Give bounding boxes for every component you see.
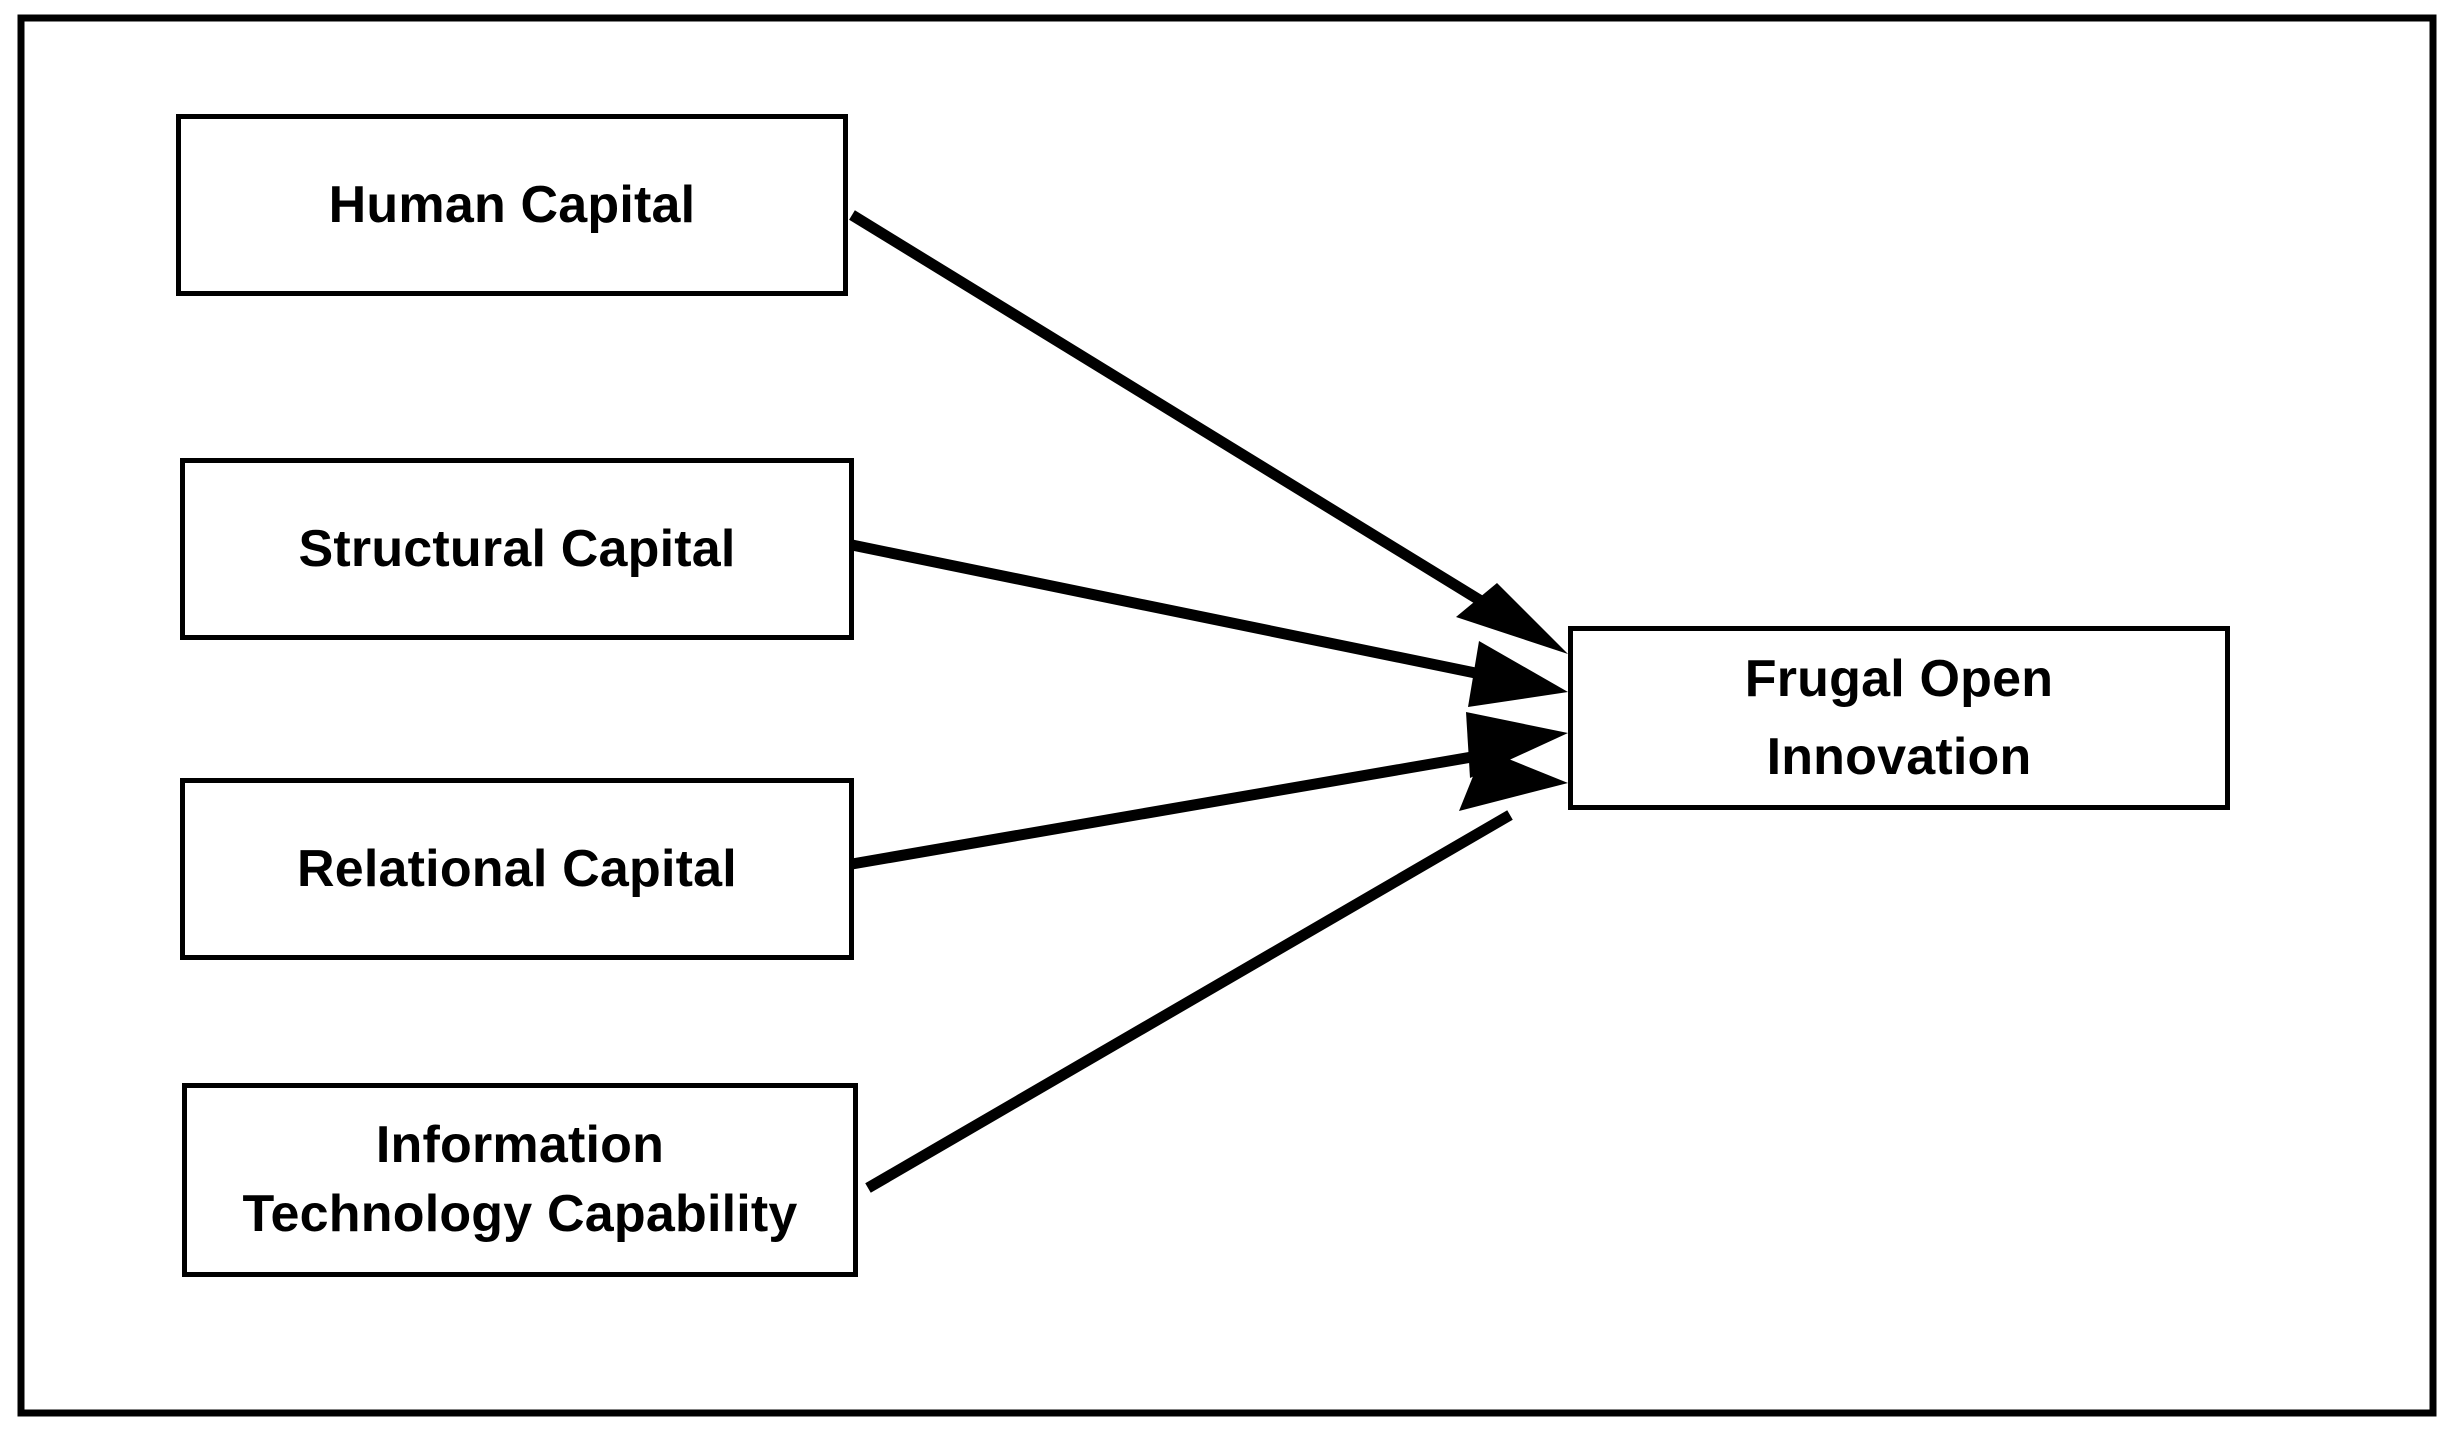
outer-frame	[17, 14, 2437, 1417]
node-label-information-technology-capability: Information Technology Capability	[242, 1116, 798, 1243]
edge-human-capital-to-frugal-open-innovation	[849, 210, 1568, 654]
node-frugal-open-innovation[interactable]: Frugal Open Innovation	[1568, 626, 2230, 810]
arrowhead-icon	[1468, 641, 1568, 707]
node-label-structural-capital: Structural Capital	[298, 519, 736, 578]
arrowhead-icon	[1459, 749, 1568, 811]
node-relational-capital[interactable]: Relational Capital	[180, 778, 854, 960]
edge-line	[849, 210, 1515, 625]
node-information-technology-capability[interactable]: Information Technology Capability	[182, 1083, 858, 1277]
node-human-capital[interactable]: Human Capital	[176, 114, 848, 296]
edge-line	[865, 810, 1513, 1193]
node-label-human-capital: Human Capital	[328, 175, 696, 234]
node-label-relational-capital: Relational Capital	[297, 839, 737, 898]
node-label-frugal-open-innovation: Frugal Open Innovation	[1744, 650, 2054, 786]
arrowhead-icon	[1456, 583, 1568, 654]
edge-structural-capital-to-frugal-open-innovation	[850, 539, 1568, 707]
edge-it-capability-to-frugal-open-innovation	[865, 749, 1568, 1193]
edge-line	[850, 539, 1492, 682]
edge-line	[851, 747, 1496, 870]
node-structural-capital[interactable]: Structural Capital	[180, 458, 854, 640]
